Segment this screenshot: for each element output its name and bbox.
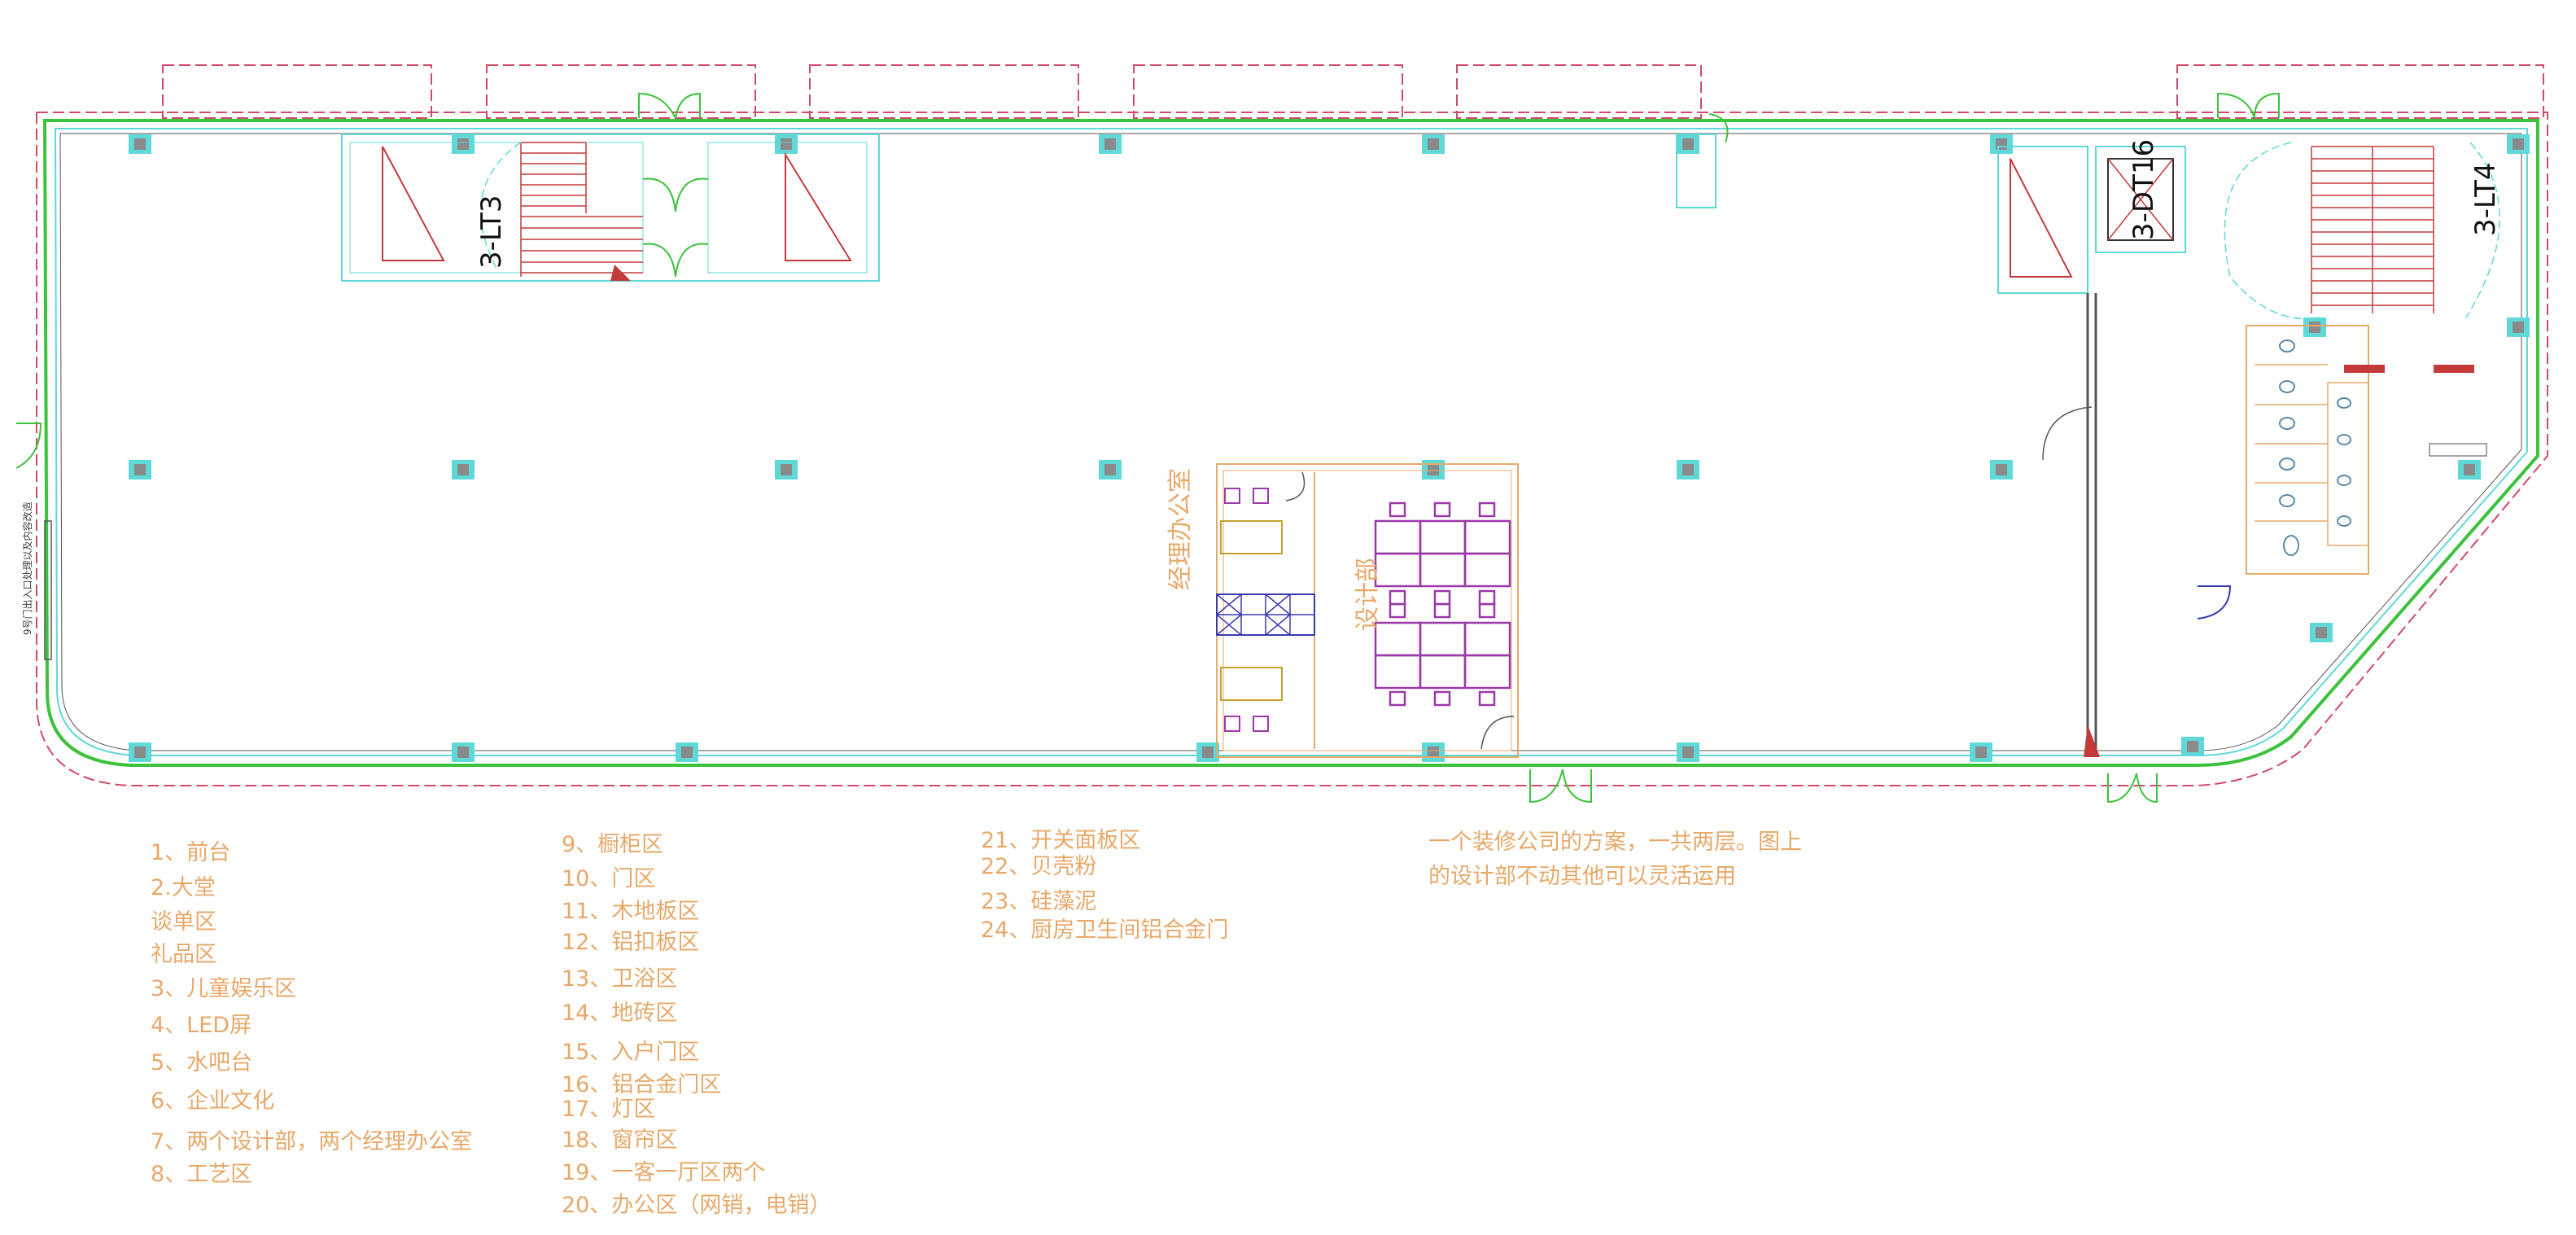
legend-item: 21、开关面板区 [981, 828, 1141, 853]
note-line-2: 的设计部不动其他可以灵活运用 [1428, 864, 1736, 889]
legend-item: 20、办公区（网销，电销） [562, 1193, 832, 1218]
inner-wall-line [59, 133, 2522, 751]
outer-dashed-outline [36, 112, 2548, 786]
design-department: 经理办公室 设计部 [1166, 463, 1519, 758]
legend-item: 11、木地板区 [562, 899, 700, 924]
legend-item: 23、硅藻泥 [981, 889, 1097, 914]
legend-item: 12、铝扣板区 [562, 930, 700, 955]
legend-item: 5、水吧台 [151, 1050, 253, 1075]
elevator-label: 3-DT16 [2128, 139, 2160, 240]
stair-label-right: 3-LT4 [2469, 162, 2502, 236]
legend-item: 礼品区 [151, 942, 216, 967]
design-dept-label: 设计部 [1354, 558, 1382, 631]
office-label: 经理办公室 [1166, 468, 1195, 590]
legend-item: 8、工艺区 [151, 1162, 253, 1187]
partitions [2086, 293, 2097, 757]
shaft-box [1676, 134, 1717, 208]
doors [15, 92, 2280, 804]
exterior-wall [42, 119, 2539, 767]
stair-core-left: 3-LT3 [341, 134, 880, 282]
side-note: 9号门出入口处理以及内容改造 [21, 501, 33, 635]
interior-wall-line [54, 128, 2528, 756]
legend-item: 9、橱柜区 [562, 832, 664, 857]
legend-item: 谈单区 [151, 909, 216, 935]
note-line-1: 一个装修公司的方案，一共两层。图上 [1428, 830, 1802, 855]
legend-item: 3、儿童娱乐区 [151, 976, 297, 1001]
legend-item: 14、地砖区 [562, 1001, 678, 1026]
legend-item: 24、厨房卫生间铝合金门 [981, 917, 1229, 943]
legend-item: 22、贝壳粉 [981, 854, 1097, 879]
legend-item: 16、铝合金门区 [562, 1072, 722, 1097]
stair-core-right: 3-DT16 3-LT4 [1997, 139, 2502, 320]
legend-item: 4、LED屏 [151, 1013, 252, 1038]
legend-item: 7、两个设计部，两个经理办公室 [151, 1129, 473, 1154]
restroom-block [2197, 325, 2487, 620]
stair-label-left: 3-LT3 [475, 195, 508, 269]
legend-item: 19、一客一厅区两个 [562, 1160, 766, 1185]
canopy-outlines [162, 64, 2544, 119]
structural-columns [129, 134, 2530, 762]
legend-item: 18、窗帘区 [562, 1128, 678, 1153]
legend-item: 1、前台 [151, 840, 231, 865]
legend-item: 13、卫浴区 [562, 966, 678, 992]
legend-item: 6、企业文化 [151, 1088, 275, 1114]
legend-item: 2.大堂 [151, 875, 216, 900]
legend-item: 17、灯区 [562, 1097, 656, 1122]
legend-item: 10、门区 [562, 866, 656, 891]
legend-item: 15、入户门区 [562, 1040, 700, 1065]
